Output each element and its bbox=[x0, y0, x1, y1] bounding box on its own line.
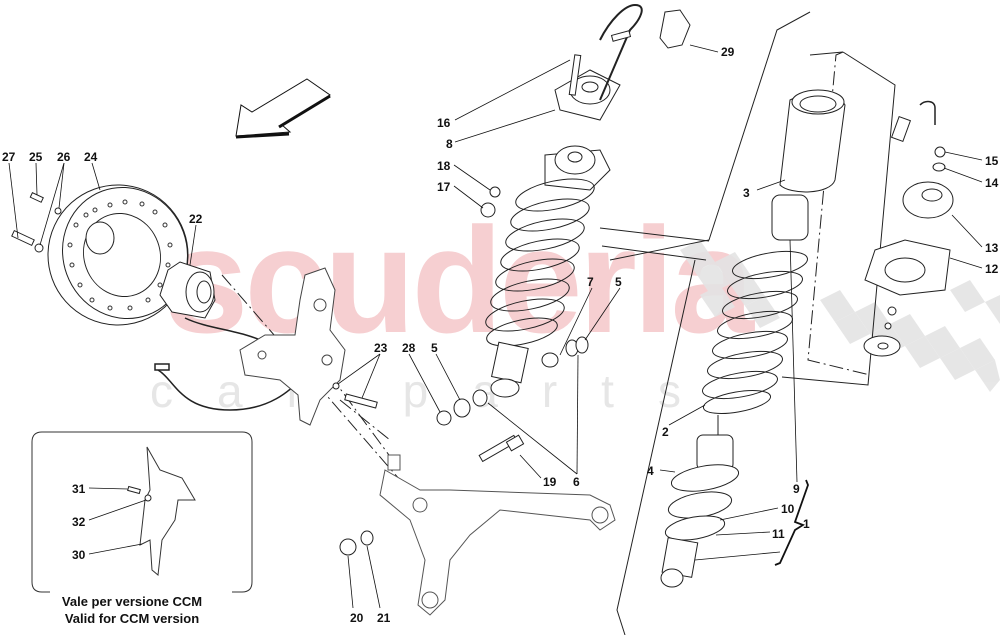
stud-16 bbox=[568, 54, 582, 96]
callout-8[interactable]: 8 bbox=[446, 137, 453, 151]
callout-26[interactable]: 26 bbox=[57, 150, 71, 164]
callout-3[interactable]: 3 bbox=[743, 186, 750, 200]
steering-knuckle bbox=[239, 267, 346, 426]
bolt-19 bbox=[478, 434, 525, 463]
brake-disc bbox=[47, 184, 189, 326]
callout-30[interactable]: 30 bbox=[72, 548, 86, 562]
callout-5[interactable]: 5 bbox=[431, 341, 438, 355]
top-mount-parts bbox=[863, 100, 954, 357]
callout-16[interactable]: 16 bbox=[437, 116, 451, 130]
front-coil-spring bbox=[485, 69, 621, 398]
inset-caption-italian: Vale per versione CCM bbox=[61, 594, 203, 609]
callout-11[interactable]: 11 bbox=[772, 527, 785, 541]
disc-bolts bbox=[11, 191, 62, 253]
callout-25[interactable]: 25 bbox=[29, 150, 43, 164]
inset-parts bbox=[127, 485, 152, 502]
wheel-hub bbox=[159, 261, 216, 319]
callout-31[interactable]: 31 bbox=[72, 482, 86, 496]
rear-shock-assembly bbox=[660, 89, 846, 588]
callout-19[interactable]: 19 bbox=[543, 475, 557, 489]
callout-24[interactable]: 24 bbox=[84, 150, 98, 164]
callout-9[interactable]: 9 bbox=[793, 482, 800, 496]
callout-28[interactable]: 28 bbox=[402, 341, 416, 355]
callout-10[interactable]: 10 bbox=[781, 502, 795, 516]
inset-leader-lines bbox=[88, 487, 147, 555]
bolt-23 bbox=[332, 382, 378, 409]
ccm-bracket bbox=[139, 446, 196, 576]
callout-15[interactable]: 15 bbox=[985, 154, 999, 168]
callout-21[interactable]: 21 bbox=[377, 611, 391, 625]
callout-12[interactable]: 12 bbox=[985, 262, 999, 276]
nut-washer bbox=[339, 530, 374, 556]
callout-1[interactable]: 1 bbox=[803, 517, 810, 531]
bushings bbox=[436, 336, 589, 426]
callout-7[interactable]: 7 bbox=[587, 275, 594, 289]
callout-20[interactable]: 20 bbox=[350, 611, 364, 625]
bracket-29 bbox=[659, 9, 691, 49]
callout-17[interactable]: 17 bbox=[437, 180, 451, 194]
callout-2[interactable]: 2 bbox=[662, 425, 669, 439]
cable-connector bbox=[610, 30, 632, 42]
callout-18[interactable]: 18 bbox=[437, 159, 451, 173]
frame-lines bbox=[599, 11, 896, 635]
callout-13[interactable]: 13 bbox=[985, 241, 999, 255]
direction-arrow-icon bbox=[235, 78, 331, 139]
strut-sensor-cable bbox=[599, 3, 643, 101]
callout-29[interactable]: 29 bbox=[721, 45, 735, 59]
inset-caption-english: Valid for CCM version bbox=[64, 611, 200, 626]
callout-23[interactable]: 23 bbox=[374, 341, 388, 355]
inset-box bbox=[31, 431, 253, 593]
leader-lines bbox=[8, 44, 983, 609]
callout-27[interactable]: 27 bbox=[2, 150, 16, 164]
callout-4[interactable]: 4 bbox=[647, 464, 654, 478]
callout-6[interactable]: 6 bbox=[573, 475, 580, 489]
lower-control-arm bbox=[379, 454, 616, 616]
callout-32[interactable]: 32 bbox=[72, 515, 86, 529]
callout-5[interactable]: 5 bbox=[615, 275, 622, 289]
callout-14[interactable]: 14 bbox=[985, 176, 999, 190]
callout-22[interactable]: 22 bbox=[189, 212, 203, 226]
nuts-17-18 bbox=[480, 186, 501, 218]
